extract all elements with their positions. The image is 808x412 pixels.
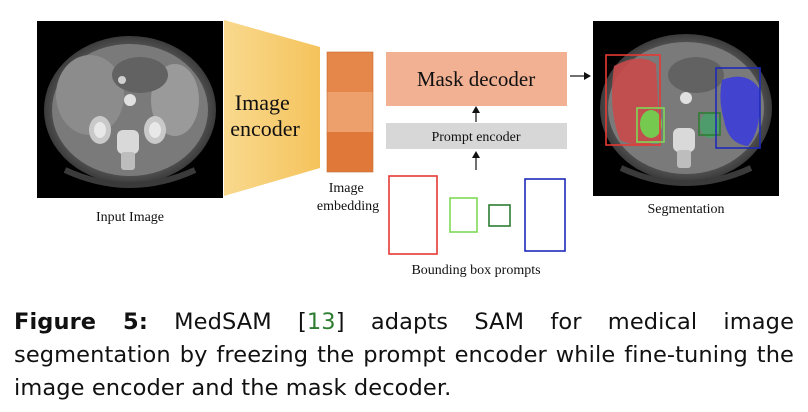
image-embedding-label: Image embedding	[317, 181, 379, 214]
mask-decoder-block	[386, 52, 567, 106]
caption-text-after-ref: ] adapts SAM for medical image segmentat…	[14, 309, 795, 401]
medsam-diagram: Input Image Image encoder Image embeddin…	[37, 20, 779, 278]
arrow-prompt-to-decoder	[472, 106, 480, 122]
image-encoder-label-line2: encoder	[230, 116, 300, 141]
box-prompt-green	[449, 197, 478, 233]
prompt-encoder-block	[386, 123, 567, 149]
image-embedding-label-line2: embedding	[317, 199, 379, 214]
mask-decoder-label: Mask decoder	[417, 67, 535, 91]
box-prompt-red	[388, 175, 438, 255]
caption-text-before-ref: MedSAM [	[147, 309, 307, 335]
arrow-boxes-to-prompt	[472, 151, 480, 170]
segmentation-label: Segmentation	[648, 202, 725, 217]
input-image-label: Input Image	[96, 210, 164, 225]
bounding-box-prompts	[388, 175, 566, 255]
box-prompt-blue	[524, 178, 566, 252]
caption-citation-link[interactable]: 13	[306, 309, 336, 335]
image-embedding-block	[326, 51, 374, 173]
image-encoder-block	[224, 20, 320, 196]
image-embedding-label-line1: Image	[329, 181, 364, 196]
image-encoder-label: Image encoder	[230, 90, 300, 141]
caption-figure-label: Figure 5:	[14, 309, 148, 335]
prompt-encoder-label: Prompt encoder	[431, 130, 520, 145]
input-ct-image	[37, 21, 223, 198]
image-encoder-label-line1: Image	[235, 90, 290, 115]
figure-caption: Figure 5: MedSAM [13] adapts SAM for med…	[14, 306, 794, 405]
segmentation-output-image	[593, 21, 779, 196]
box-prompt-darkgreen	[488, 204, 511, 227]
bounding-box-label: Bounding box prompts	[411, 263, 540, 278]
arrow-decoder-to-segmentation	[570, 72, 591, 80]
